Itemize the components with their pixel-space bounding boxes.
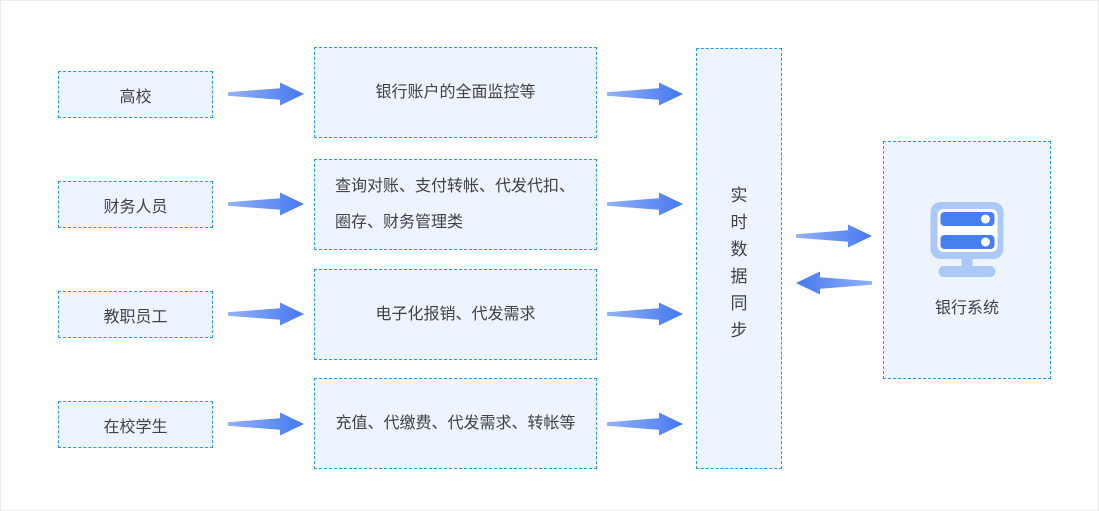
service-lines: 银行账户的全面监控等 <box>315 75 596 111</box>
bank-system-label: 银行系统 <box>934 300 999 317</box>
actor-box-students: 在校学生 <box>58 401 213 448</box>
sync-label-char: 实 <box>730 185 748 205</box>
actor-label: 在校学生 <box>103 418 168 436</box>
service-line: 电子化报销、代发需求 <box>375 305 536 323</box>
flow-arrow-right <box>228 192 304 216</box>
flow-arrow-right <box>607 302 683 326</box>
flow-arrow-right <box>228 302 304 326</box>
service-box-finance-operations: 查询对账、支付转帐、代发代扣、 圈存、财务管理类 <box>314 159 597 250</box>
sync-label-char: 数 <box>730 239 748 259</box>
actor-label: 高校 <box>119 88 152 106</box>
server-icon <box>930 202 1004 277</box>
service-lines: 充值、代缴费、代发需求、转帐等 <box>315 406 596 442</box>
actor-label: 教职员工 <box>103 308 168 326</box>
sync-label-char: 时 <box>730 212 748 232</box>
service-line: 圈存、财务管理类 <box>335 213 464 231</box>
sync-label-char: 步 <box>730 320 748 340</box>
flow-arrow-right <box>607 412 683 436</box>
flow-arrow-left <box>796 271 872 295</box>
flow-arrow-right <box>228 412 304 436</box>
service-line: 查询对账、支付转帐、代发代扣、 <box>335 177 576 195</box>
service-line: 银行账户的全面监控等 <box>375 83 536 101</box>
bank-system-box: 银行系统 <box>883 141 1051 379</box>
service-line: 充值、代缴费、代发需求、转帐等 <box>335 414 576 432</box>
service-box-reimbursement: 电子化报销、代发需求 <box>314 269 597 360</box>
actor-box-university: 高校 <box>58 71 213 118</box>
service-lines: 查询对账、支付转帐、代发代扣、 圈存、财务管理类 <box>315 169 596 241</box>
service-box-student-payments: 充值、代缴费、代发需求、转帐等 <box>314 378 597 469</box>
sync-label-char: 据 <box>730 266 748 286</box>
actor-box-finance-staff: 财务人员 <box>58 181 213 228</box>
sync-label-char: 同 <box>730 293 748 313</box>
actor-box-faculty: 教职员工 <box>58 291 213 338</box>
flow-arrow-right <box>228 82 304 106</box>
flow-arrow-right <box>607 82 683 106</box>
service-lines: 电子化报销、代发需求 <box>315 297 596 333</box>
actor-label: 财务人员 <box>103 198 168 216</box>
flow-arrow-right <box>796 224 872 248</box>
service-box-account-monitoring: 银行账户的全面监控等 <box>314 47 597 138</box>
sync-channel-box: 实 时 数 据 同 步 <box>696 48 782 469</box>
flow-arrow-right <box>607 192 683 216</box>
